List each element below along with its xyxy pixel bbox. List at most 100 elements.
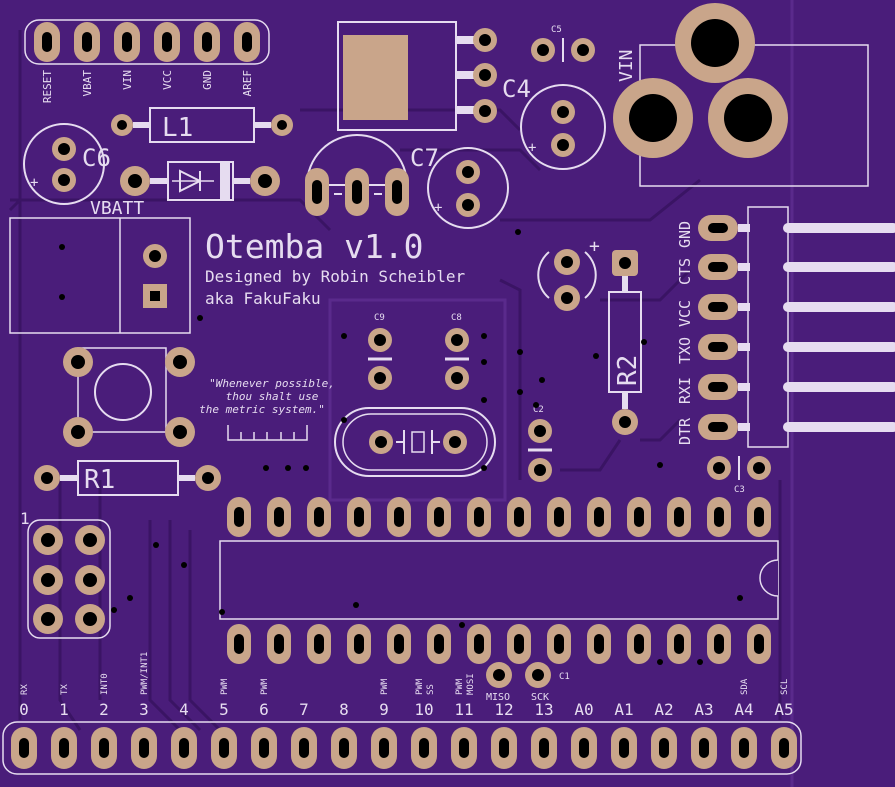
bottom-pin-function: TX [60,684,70,695]
ftdi-label-cts: CTS [676,258,694,285]
label-sck: SCK [531,692,549,703]
metric-ruler [227,425,308,441]
bottom-pin-number: 11 [454,700,473,719]
bottom-pin-number: 0 [19,700,29,719]
bottom-pin-function: PWM [415,678,425,695]
quote-block: "Whenever possible, thou shalt use the m… [199,377,335,441]
quote-line-3: the metric system." [199,403,325,416]
via [517,389,523,395]
bottom-pin-function: SS [426,684,436,695]
via [303,465,309,471]
via [657,462,663,468]
via [517,349,523,355]
bottom-pin-number: A5 [774,700,793,719]
bottom-pin-function: INT0 [100,673,110,695]
inductor-l1: L1 [111,107,293,143]
label-c3: C3 [734,485,745,495]
voltage-regulator [337,21,497,131]
bottom-pin-function: MOSI [466,673,476,695]
via [111,607,117,613]
label-r2: R2 [613,355,643,386]
bottom-pin-function: PWM [260,678,270,695]
via [181,562,187,568]
via [641,339,647,345]
label-c4: C4 [502,75,531,103]
board-title: Otemba v1.0 [205,227,424,266]
ftdi-label-gnd: GND [676,221,694,248]
via [481,397,487,403]
label-c2: C2 [533,405,544,415]
spi-test-pads: MISO SCK C1 [486,662,570,703]
bottom-pin-function: PWM/INT1 [140,652,150,695]
bottom-pin-function: PWM [455,678,465,695]
label-c7: C7 [410,144,439,172]
label-c6: C6 [82,144,111,172]
bottom-pin-number: 5 [219,700,229,719]
ftdi-label-dtr: DTR [676,417,694,445]
bottom-pin-number: 12 [494,700,513,719]
via [219,609,225,615]
capacitor-c7: + C7 [410,144,509,229]
via [341,333,347,339]
top-header-label: AREF [241,70,254,97]
bottom-pin-number: A4 [734,700,753,719]
via [127,595,133,601]
label-c5: C5 [551,25,562,35]
crystal-oscillator [334,407,496,477]
bottom-pin-number: 10 [414,700,433,719]
via [153,542,159,548]
label-vin: VIN [616,49,637,82]
via [657,659,663,665]
bottom-pin-number: 9 [379,700,389,719]
bottom-pin-function: RX [20,684,30,695]
capacitor-c6: + C6 [23,123,111,205]
via [515,229,521,235]
vias [59,229,743,665]
via [481,359,487,365]
three-pin-component [305,134,409,216]
via [459,622,465,628]
label-vbatt: VBATT [90,198,144,219]
via [341,417,347,423]
bottom-pin-number: 13 [534,700,553,719]
via [263,465,269,471]
top-header-label: RESET [41,70,54,103]
bottom-pin-function: PWM [380,678,390,695]
reset-button [63,347,195,447]
via [59,294,65,300]
plus-led: + [589,236,600,257]
bottom-pin-number: A3 [694,700,713,719]
ftdi-header: GND CTS VCC TXO RXI DTR [676,206,895,448]
via [481,465,487,471]
bottom-pin-number: 8 [339,700,349,719]
top-header-label: VCC [161,70,174,90]
bottom-pin-number: 7 [299,700,309,719]
ftdi-label-txo: TXO [676,337,694,364]
label-r1: R1 [84,465,115,495]
via [539,377,545,383]
battery-connector-vbatt: VBATT [9,198,191,334]
bottom-pin-number: 6 [259,700,269,719]
resistor-r1: R1 [34,460,221,496]
capacitor-c4: + C4 [502,75,606,170]
via [737,595,743,601]
label-miso: MISO [486,692,510,703]
plus-c4: + [528,140,536,156]
bottom-pin-number: 1 [59,700,69,719]
microcontroller-dip28 [219,497,779,664]
power-led: + [537,236,600,311]
bottom-pin-number: 4 [179,700,189,719]
bottom-pin-number: 3 [139,700,149,719]
capacitor-c5: C5 [531,25,595,62]
via [515,642,521,648]
bottom-pin-number: A0 [574,700,593,719]
via [533,402,539,408]
top-header-label: GND [201,70,214,90]
top-header-label: VBAT [81,70,94,97]
via [59,244,65,250]
credit-line-1: Designed by Robin Scheibler [205,267,465,286]
resistor-r2: R2 [608,250,643,435]
